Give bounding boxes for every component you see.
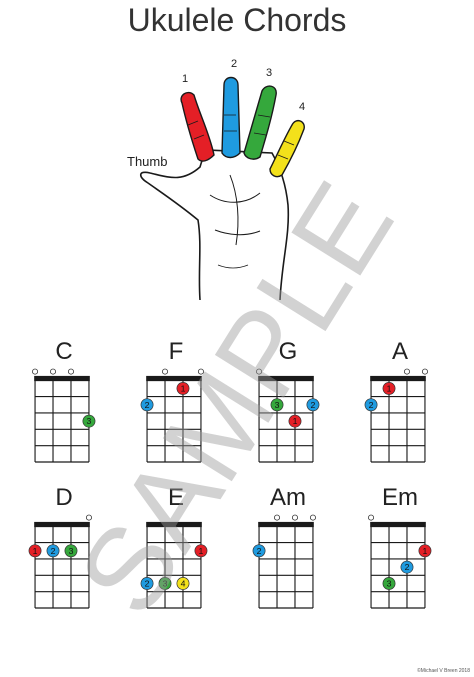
open-string-marker [421,368,428,375]
open-string-marker [85,514,92,521]
finger-dot [46,544,60,558]
chord-name: D [55,484,73,511]
copyright-footer: ©Michael V Breen 2018 [417,668,470,674]
finger-dot-label: 1 [181,384,186,394]
finger-dot-label: 3 [387,579,392,589]
chord-name: F [168,338,184,365]
open-string-marker [50,368,57,375]
open-string-marker [197,368,204,375]
chord-e: E 1 2 3 4 [122,484,230,634]
finger-dot [288,414,302,428]
chord-name: C [55,338,73,365]
finger-2 [221,76,241,159]
finger-dot [400,560,414,574]
nut [258,375,314,382]
chord-am: Am 2 [234,484,342,634]
chord-g: G 3 2 1 [234,338,342,488]
open-string-marker [32,368,39,375]
open-string-marker [162,368,169,375]
chord-name: Am [270,484,306,511]
finger-dot-label: 2 [145,579,150,589]
nut [258,521,314,528]
finger-number-3: 3 [266,67,273,79]
finger-dot-label: 1 [423,546,428,556]
finger-dot [176,577,190,590]
nut [34,521,90,528]
chord-d: D 1 2 3 [10,484,118,634]
chord-diagram: 1 2 3 4 [140,521,208,609]
finger-dot-label: 2 [145,400,150,410]
finger-dot [140,398,154,412]
finger-dot-label: 1 [293,416,298,426]
open-string-marker [291,514,298,521]
nut [370,375,426,382]
finger-dot-label: 1 [387,384,392,394]
finger-number-1: 1 [182,73,189,85]
finger-dot [28,544,42,558]
finger-dot-label: 2 [257,546,262,556]
finger-dot [364,398,378,412]
nut [146,375,202,382]
open-string-marker [67,368,74,375]
chord-name: E [167,484,184,511]
open-string-marker [274,514,281,521]
chord-diagram: 12 [364,368,428,463]
chord-em: Em 1 2 3 [346,484,454,634]
nut [146,521,202,528]
finger-dot [140,577,154,590]
finger-dot-label: 1 [199,546,204,556]
finger-dot [270,398,284,412]
thumb-label: Thumb [127,154,168,169]
finger-dot-label: 3 [275,400,280,410]
finger-dot-label: 2 [369,400,374,410]
finger-dot-label: 3 [87,416,92,426]
chord-diagram: 3 [32,368,96,463]
page-title: Ukulele Chords [127,2,347,38]
finger-dot [64,544,78,558]
finger-dot-label: 4 [181,579,186,589]
finger-number-2: 2 [231,58,238,70]
finger-dot-label: 3 [163,579,168,589]
finger-dot-label: 3 [69,546,74,556]
open-string-marker [368,514,375,521]
finger-3 [243,85,277,160]
open-string-marker [256,368,263,375]
nut [34,375,90,382]
nut [370,521,426,528]
chord-diagram: 1 2 3 [28,514,92,609]
hand-illustration [139,76,305,301]
finger-4 [269,119,305,178]
chord-name: Em [382,484,418,511]
finger-dot-label: 2 [311,400,316,410]
finger-dot [176,381,190,395]
finger-number-4: 4 [299,101,306,113]
chord-name: G [278,338,298,365]
finger-dot [306,398,320,412]
finger-1 [180,91,215,162]
chord-diagram: 2 [252,514,316,609]
finger-dot [82,414,96,428]
finger-dot-label: 2 [51,546,56,556]
chord-name: A [391,338,408,365]
open-string-marker [309,514,316,521]
finger-dot-label: 2 [405,562,410,572]
chord-diagram: 12 [140,368,204,463]
chord-diagram: 1 2 3 [368,514,432,609]
finger-dot [382,577,396,590]
finger-dot-label: 1 [33,546,38,556]
chord-diagram: 3 2 1 [256,368,320,463]
finger-dot [418,544,432,558]
open-string-marker [403,368,410,375]
finger-dot [252,544,266,558]
finger-dot [382,381,396,395]
finger-dot [158,577,172,590]
finger-dot [194,544,208,558]
